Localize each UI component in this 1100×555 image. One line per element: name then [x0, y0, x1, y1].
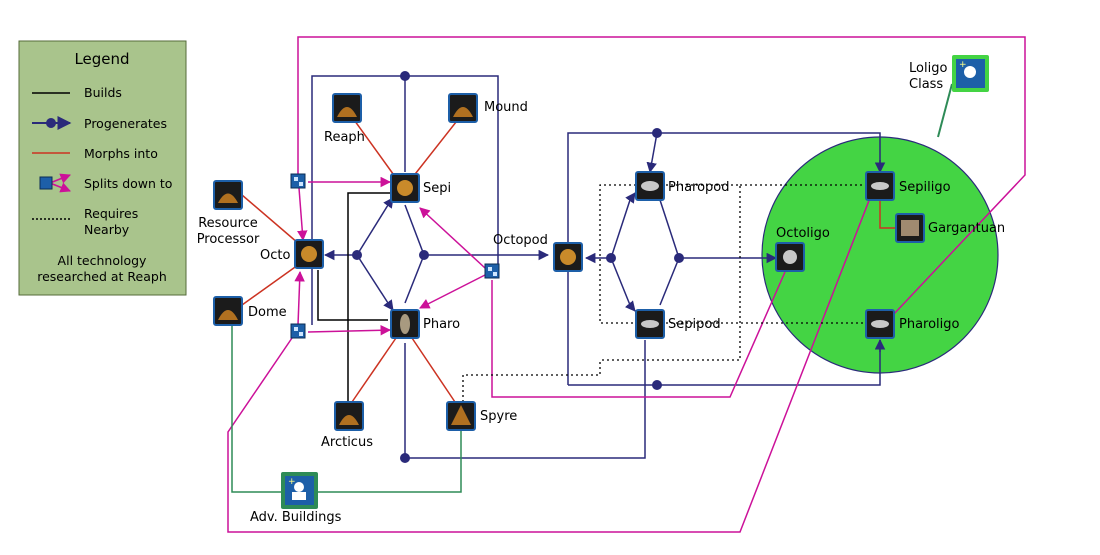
octoligo-label: Octoligo	[776, 226, 830, 241]
loligo-class-icon[interactable]: +	[952, 55, 989, 92]
resource-processor-label-1: Resource	[198, 216, 258, 231]
progenerate-nodes	[352, 71, 684, 463]
requires-edges	[462, 184, 866, 402]
arcticus-icon[interactable]	[334, 401, 364, 431]
sepiligo-icon[interactable]	[865, 171, 895, 201]
split-icon	[290, 173, 306, 189]
octo-icon[interactable]	[294, 239, 324, 269]
builds-edges	[317, 192, 393, 405]
octopod-label: Octopod	[493, 233, 548, 248]
legend-requires-label-1: Requires	[84, 206, 138, 221]
legend-morphs-label: Morphs into	[84, 146, 158, 161]
sepipod-icon[interactable]	[635, 309, 665, 339]
resource-processor-label-2: Processor	[197, 232, 260, 247]
loligo-class-label-1: Loligo	[909, 61, 947, 76]
adv-buildings-label: Adv. Buildings	[250, 510, 342, 525]
svg-text:+: +	[959, 60, 967, 70]
arcticus-label: Arcticus	[321, 435, 373, 450]
dome-label: Dome	[248, 305, 287, 320]
loligo-class-link	[937, 83, 953, 138]
gargantuan-icon[interactable]	[895, 213, 925, 243]
spyre-label: Spyre	[480, 409, 517, 424]
octo-label: Octo	[260, 248, 290, 263]
split-icon	[39, 176, 53, 190]
spyre-icon[interactable]	[446, 401, 476, 431]
legend-progenerates-label: Progenerates	[84, 116, 167, 131]
legend-footer-1: All technology	[58, 253, 147, 268]
reaph-icon[interactable]	[332, 93, 362, 123]
sepi-icon[interactable]	[390, 173, 420, 203]
pharoligo-icon[interactable]	[865, 309, 895, 339]
split-icon	[484, 263, 500, 279]
sepi-label: Sepi	[423, 181, 451, 196]
legend-title: Legend	[74, 50, 129, 68]
pharo-label: Pharo	[423, 317, 460, 332]
octopod-icon[interactable]	[553, 242, 583, 272]
dome-icon[interactable]	[213, 296, 243, 326]
svg-text:+: +	[288, 477, 296, 487]
adv-buildings-icon[interactable]: +	[281, 472, 318, 509]
splits-edges	[227, 36, 1026, 533]
legend: Legend Builds Progenerates Morphs into S…	[18, 40, 187, 296]
sepipod-label: Sepipod	[668, 317, 721, 332]
reaph-label: Reaph	[324, 130, 365, 145]
resource-processor-icon[interactable]	[213, 180, 243, 210]
morphs-edges	[241, 116, 897, 403]
legend-builds-label: Builds	[84, 85, 122, 100]
gargantuan-label: Gargantuan	[928, 221, 1005, 236]
sepiligo-label: Sepiligo	[899, 180, 951, 195]
legend-requires-label-2: Nearby	[84, 222, 130, 237]
pharo-icon[interactable]	[390, 309, 420, 339]
legend-splits-label: Splits down to	[84, 176, 172, 191]
pharoligo-label: Pharoligo	[899, 317, 960, 332]
pharopod-icon[interactable]	[635, 171, 665, 201]
split-icon	[290, 323, 306, 339]
dome-link-edges	[231, 325, 462, 493]
loligo-class-label-2: Class	[909, 77, 943, 92]
pharopod-label: Pharopod	[668, 180, 730, 195]
legend-footer-2: researched at Reaph	[37, 269, 167, 284]
octoligo-icon[interactable]	[775, 242, 805, 272]
mound-icon[interactable]	[448, 93, 478, 123]
mound-label: Mound	[484, 100, 528, 115]
